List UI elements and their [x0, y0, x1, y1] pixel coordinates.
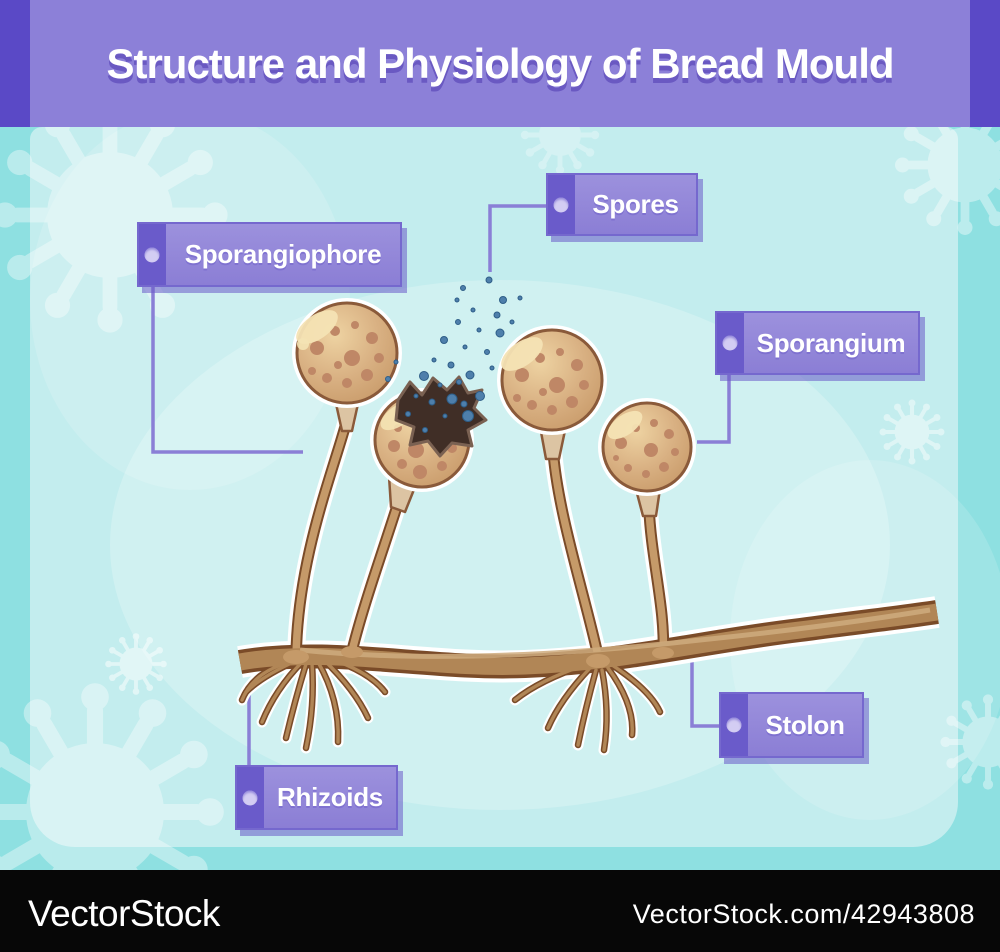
label-text: Sporangiophore: [184, 239, 382, 269]
spore-dots: [385, 276, 523, 433]
sporangium-ball-4: [598, 398, 696, 496]
sporangium-ball-burst: [370, 375, 488, 492]
label-text: Sporangium: [756, 327, 906, 358]
label-text: Rhizoids: [277, 782, 383, 812]
header-banner-inner: Structure and Physiology of Bread Mould: [30, 0, 970, 127]
watermark-bar: VectorStock VectorStock.com/42943808: [0, 870, 1000, 952]
burst-hole: [394, 375, 488, 458]
label-hole-icon: [553, 197, 569, 212]
label-sporangiophore: Sporangiophore: [137, 222, 402, 287]
mould-body: [238, 416, 939, 752]
label-hole-icon: [144, 247, 160, 262]
header-banner: Structure and Physiology of Bread Mould: [0, 0, 1000, 127]
sporangium-ball-3: [497, 325, 607, 435]
sporangium-ball-1: [292, 298, 402, 408]
label-hole-icon: [242, 790, 258, 805]
label-connector-lines: [151, 204, 731, 765]
vectorstock-url: VectorStock.com/42943808: [632, 898, 975, 929]
label-stolon: Stolon: [719, 692, 864, 758]
vectorstock-logo: VectorStock: [28, 893, 220, 934]
label-rhizoids: Rhizoids: [235, 765, 398, 830]
label-hole-icon: [726, 717, 742, 733]
label-hole-icon: [722, 335, 738, 351]
label-spores: Spores: [546, 173, 698, 236]
label-text: Spores: [592, 189, 679, 219]
label-text: Stolon: [765, 709, 845, 740]
page-title: Structure and Physiology of Bread Mould: [106, 39, 894, 87]
label-sporangium: Sporangium: [715, 311, 920, 375]
